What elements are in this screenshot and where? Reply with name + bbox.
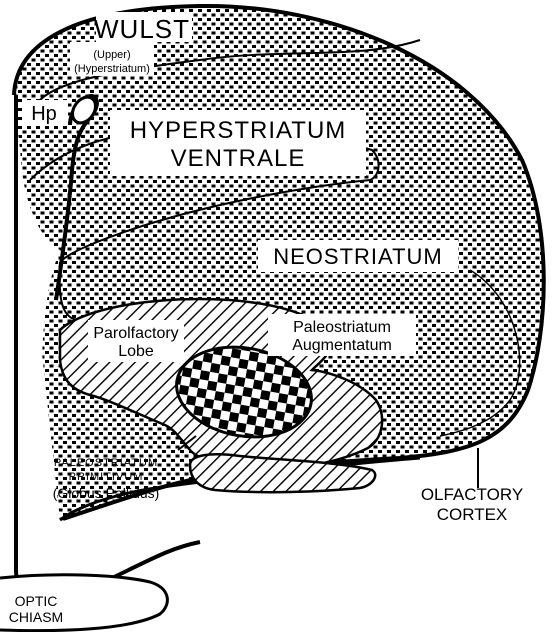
- label-olf-2: CORTEX: [437, 505, 508, 524]
- label-wulst-upper: (Upper): [93, 49, 130, 61]
- label-pa-1: Paleostriatum: [293, 319, 391, 336]
- label-optic-1: OPTIC: [15, 593, 58, 609]
- label-pa-2: Augmentatum: [292, 337, 392, 354]
- label-hv-line2: VENTRALE: [171, 145, 306, 172]
- label-hp: Hp: [31, 103, 57, 125]
- label-parolfactory-1: Parolfactory: [93, 325, 178, 342]
- label-optic-2: CHIASM: [9, 609, 63, 625]
- label-parolfactory-2: Lobe: [118, 343, 154, 360]
- label-hv-line1: HYPERSTRIATUM: [130, 117, 347, 144]
- label-wulst: WULST: [94, 14, 190, 44]
- label-olf-1: OLFACTORY: [421, 485, 523, 504]
- label-neostriatum: NEOSTRIATUM: [273, 244, 442, 269]
- label-pp-3: (Globus Pallidus): [53, 485, 160, 501]
- label-pp-2: PRIMITIVUM: [69, 471, 144, 483]
- label-wulst-hyper: (Hyperstriatum): [74, 63, 150, 75]
- label-pp-1: PALEOSTRIATUM: [54, 457, 158, 469]
